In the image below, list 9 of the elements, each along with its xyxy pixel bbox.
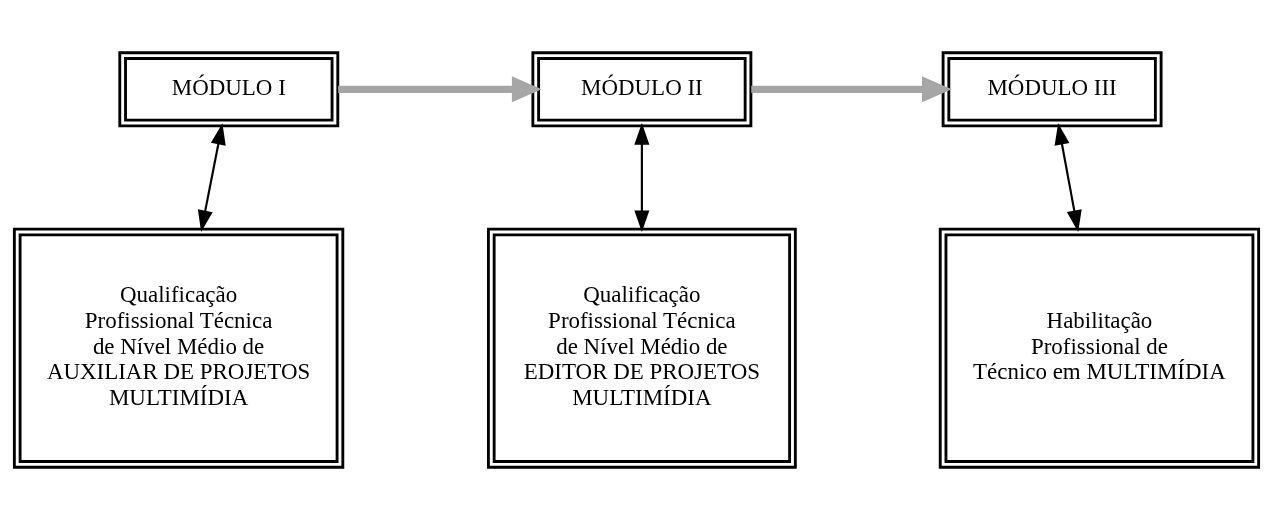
node-box: Qualificação Profissional Técnica de Nível Médio de EDITOR DE PROJETOS MULTIMÍDIA <box>486 227 797 469</box>
node-box: MÓDULO I <box>118 50 340 127</box>
node-box: MÓDULO III <box>941 50 1163 127</box>
arrow <box>197 122 226 232</box>
arrow <box>1054 122 1082 232</box>
node-box: Habilitação Profissional de Técnico em MULTIMÍDIA <box>938 227 1261 469</box>
node-box: MÓDULO II <box>531 50 753 127</box>
arrow <box>634 122 650 232</box>
node-box: Qualificação Profissional Técnica de Nível Médio de AUXILIAR DE PROJETOS MULTIMÍDIA <box>12 227 345 469</box>
